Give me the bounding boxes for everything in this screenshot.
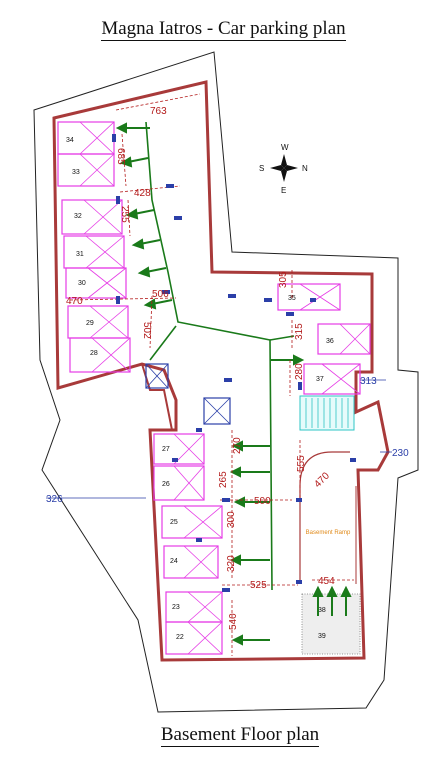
dim-320: 320 <box>226 555 237 572</box>
dimension-lines <box>69 93 354 656</box>
dim-500: 500 <box>254 496 271 507</box>
slot-num-24: 24 <box>170 558 178 565</box>
driveway-arrows <box>115 122 352 646</box>
wall-markers <box>112 134 356 592</box>
slot-31 <box>63 235 125 269</box>
slot-num-32: 32 <box>74 213 82 220</box>
stair-treads <box>305 398 349 428</box>
compass: W E S N <box>259 143 308 195</box>
dim-685: 685 <box>115 148 126 165</box>
dim-555: 555 <box>296 455 307 472</box>
bottom-title-text: Basement Floor plan <box>160 724 320 747</box>
dim-265: 265 <box>218 471 229 488</box>
page-title: Magna Iatros - Car parking plan <box>0 18 447 41</box>
dim-525: 525 <box>250 580 267 591</box>
lift-shaft-left <box>145 363 169 389</box>
slot-37 <box>303 363 361 395</box>
slot-27 <box>153 433 205 465</box>
dim-454: 454 <box>318 576 335 587</box>
dim-763: 763 <box>150 106 167 117</box>
dim-313: 313 <box>360 376 377 387</box>
slot-num-39: 39 <box>318 633 326 640</box>
compass-s: S <box>259 164 264 173</box>
slot-diagonals-bottom <box>173 433 223 655</box>
compass-w: W <box>281 143 289 152</box>
slot-35 <box>277 283 341 311</box>
slot-num-34: 34 <box>66 137 74 144</box>
slot-num-26: 26 <box>162 481 170 488</box>
dim-315: 315 <box>294 323 305 340</box>
slot-num-28: 28 <box>90 350 98 357</box>
dim-540: 540 <box>228 613 239 630</box>
dim-502: 502 <box>141 322 152 339</box>
slot-group-bottom-left <box>153 433 223 655</box>
slot-num-22: 22 <box>176 634 184 641</box>
slot-num-30: 30 <box>78 280 86 287</box>
slot-30 <box>65 267 127 299</box>
lift-cross-b <box>145 363 169 389</box>
lift2-cross-b <box>203 397 231 425</box>
dim-470b: 470 <box>312 470 332 490</box>
slot-36 <box>317 323 371 355</box>
staircase <box>299 395 355 431</box>
slot-diagonals-left <box>79 121 131 373</box>
dim-428: 428 <box>134 188 151 199</box>
ramp-label: Basement Ramp <box>306 530 351 536</box>
slot-num-25: 25 <box>170 519 178 526</box>
lift-shaft-center <box>203 397 231 425</box>
dim-255: 255 <box>119 206 130 223</box>
slot-num-29: 29 <box>86 320 94 327</box>
slot-26 <box>153 465 205 501</box>
top-title-text: Magna Iatros - Car parking plan <box>101 18 346 41</box>
dim-305: 305 <box>278 271 289 288</box>
slot-num-36: 36 <box>326 338 334 345</box>
slot-diagonals-right <box>299 283 371 395</box>
compass-n: N <box>302 164 308 173</box>
dim-230: 230 <box>392 448 409 459</box>
slot-24 <box>163 545 219 579</box>
site-boundary <box>33 51 419 713</box>
slot-num-23: 23 <box>172 604 180 611</box>
dim-470a: 470 <box>66 296 83 307</box>
slot-33 <box>57 153 115 187</box>
slot-29 <box>67 305 129 339</box>
slot-22 <box>165 621 223 655</box>
dim-326: 326 <box>46 494 63 505</box>
slot-num-27: 27 <box>162 446 170 453</box>
slot-num-31: 31 <box>76 251 84 258</box>
driveway <box>145 121 295 591</box>
plan-title: Basement Floor plan <box>40 724 440 747</box>
dim-270: 270 <box>232 437 243 454</box>
dim-280: 280 <box>294 363 305 380</box>
slot-28 <box>69 337 131 373</box>
slot-25 <box>161 505 223 539</box>
building-wall <box>52 80 390 662</box>
slot-num-37: 37 <box>316 376 324 383</box>
slot-num-35: 35 <box>288 295 296 302</box>
blue-dimension-lines <box>46 379 392 499</box>
slot-numbers: 34 33 32 31 30 29 28 35 36 37 27 26 25 2… <box>66 137 334 641</box>
slot-num-38: 38 <box>318 607 326 614</box>
slot-num-33: 33 <box>72 169 80 176</box>
dim-300: 300 <box>226 511 237 528</box>
compass-e: E <box>281 186 286 195</box>
slot-32 <box>61 199 123 235</box>
slot-group-right-upper <box>277 283 371 395</box>
dim-506: 506 <box>152 289 169 300</box>
